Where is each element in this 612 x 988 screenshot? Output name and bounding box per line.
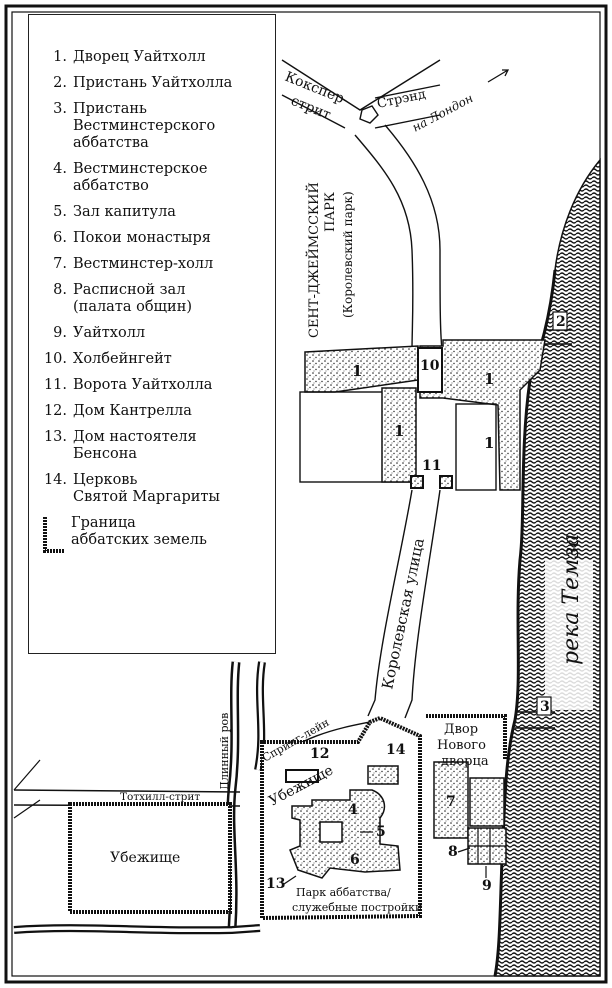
legend-item-label: Дом Кантрелла [73,403,192,419]
marker-1-east: 1 [484,370,494,388]
st-margarets-church [367,765,399,785]
tothill-street [13,789,241,793]
marker-7: 7 [446,794,456,810]
legend-item-label: Холбейнгейт [73,351,172,367]
legend-item-label: Ворота Уайтхолла [73,377,213,393]
legend-item-number: 10. [43,351,67,367]
legend-item: 5. Зал капитула [41,204,267,221]
legend-item: 9. Уайтхолл [41,325,267,342]
legend-item: 2. Пристань Уайтхолла [41,75,267,92]
whitehall-gate-e [439,475,453,489]
label-park-2: ПАРК [323,192,338,232]
marker-6: 6 [350,852,360,868]
marker-11: 11 [422,458,441,474]
legend-item-number: 5. [53,204,67,220]
legend-item-number: 2. [53,75,67,91]
legend-item-label: Уайтхолл [73,325,146,341]
legend-item-label: Церковь Святой Маргариты [73,472,220,505]
westminster-abbey [289,789,401,879]
legend-item-number: 13. [43,429,67,445]
legend-item-label: Дворец Уайтхолл [73,49,206,65]
legend-item: 13. Дом настоятеля Бенсона [41,429,267,463]
legend-item-label: Пристань Вестминстерского аббатства [73,101,216,151]
label-park-1: СЕНТ-ДЖЕЙМССКИЙ [305,182,322,338]
legend-item: 4. Вестминстерское аббатство [41,161,267,195]
road-to-whitehall [354,134,414,351]
legend-item-number: 7. [53,256,67,272]
label-abbey-park-1: Парк аббатства/ [296,886,391,899]
label-river: река Темза [559,534,584,665]
whitehall-palace-east [419,339,546,491]
holbein-gate [417,347,443,393]
sanctuary-area [68,802,232,914]
legend-boundary-label: Граница аббатских земель [71,515,207,548]
whitehall-gate-w [410,475,424,489]
charing-cross [359,105,379,124]
marker-5: 5 [376,824,386,840]
arrow-to-london-icon [487,69,510,83]
legend-item: 7. Вестминстер-холл [41,256,267,273]
new-palace-boundary [426,714,507,760]
outer-frame [4,4,608,984]
marker-1-west: 1 [352,362,362,380]
legend-item-label: Пристань Уайтхолла [73,75,233,91]
boundary-line-icon [43,517,65,553]
label-tothill: Тотхилл-стрит [120,791,200,803]
label-long-ditch: Длинный ров [218,713,231,790]
marker-2: 2 [556,314,566,330]
legend-boundary: Граница аббатских земель [41,515,267,555]
legend-list: 1. Дворец Уайтхолл 2. Пристань Уайтхолла 3. П… [41,49,267,506]
legend-item: 14. Церковь Святой Маргариты [41,472,267,506]
legend-item-number: 11. [43,377,67,393]
marker-1-center: 1 [394,422,404,440]
marker-3: 3 [540,699,550,715]
marker-9: 9 [482,878,492,894]
legend-item: 1. Дворец Уайтхолл [41,49,267,66]
legend-item-label: Вестминстер-холл [73,256,214,272]
label-new-palace-1: Двор [444,722,478,737]
legend-item: 10. Холбейнгейт [41,351,267,368]
marker-14: 14 [386,742,406,758]
kings-street [367,489,413,717]
legend-item-label: Покои монастыря [73,230,211,246]
cantrell-house [285,769,319,783]
label-new-palace-3: дворца [441,754,489,769]
label-abbey-park-2: служебные постройки [292,901,422,914]
legend-item-label: Дом настоятеля Бенсона [73,429,197,462]
label-kings-street: Королевская улица [378,536,428,690]
whitehall-palace-center [381,387,417,483]
westminster-hall [433,761,469,839]
chapter-house-court [319,821,343,843]
label-new-palace-2: Нового [437,738,486,753]
legend-item-number: 6. [53,230,67,246]
legend-item-number: 12. [43,403,67,419]
marker-13: 13 [266,876,285,892]
legend-item: 6. Покои монастыря [41,230,267,247]
legend-item-number: 1. [53,49,67,65]
legend-item: 11. Ворота Уайтхолла [41,377,267,394]
legend-item: 3. Пристань Вестминстерского аббатства [41,101,267,152]
legend-item-number: 14. [43,472,67,488]
map-legend: 1. Дворец Уайтхолл 2. Пристань Уайтхолла 3. П… [28,14,276,654]
marker-8: 8 [448,844,458,860]
label-sanctuary-big: Убежище [110,850,180,866]
legend-item-number: 8. [53,282,67,298]
legend-item-number: 3. [53,101,67,117]
legend-item-number: 9. [53,325,67,341]
label-strand: Стрэнд [376,87,427,112]
marker-10: 10 [420,358,440,374]
marker-4: 4 [348,802,358,818]
legend-item: 12. Дом Кантрелла [41,403,267,420]
legend-item-label: Зал капитула [73,204,176,220]
legend-item: 8. Расписной зал (палата общин) [41,282,267,316]
cockspur-street [281,59,441,111]
legend-item-label: Расписной зал (палата общин) [73,282,193,315]
marker-12: 12 [310,746,329,762]
legend-item-number: 4. [53,161,67,177]
legend-item-label: Вестминстерское аббатство [73,161,208,194]
marker-1-southeast: 1 [484,434,494,452]
label-park-3: (Королевский парк) [341,191,355,318]
new-palace-block [469,777,505,827]
